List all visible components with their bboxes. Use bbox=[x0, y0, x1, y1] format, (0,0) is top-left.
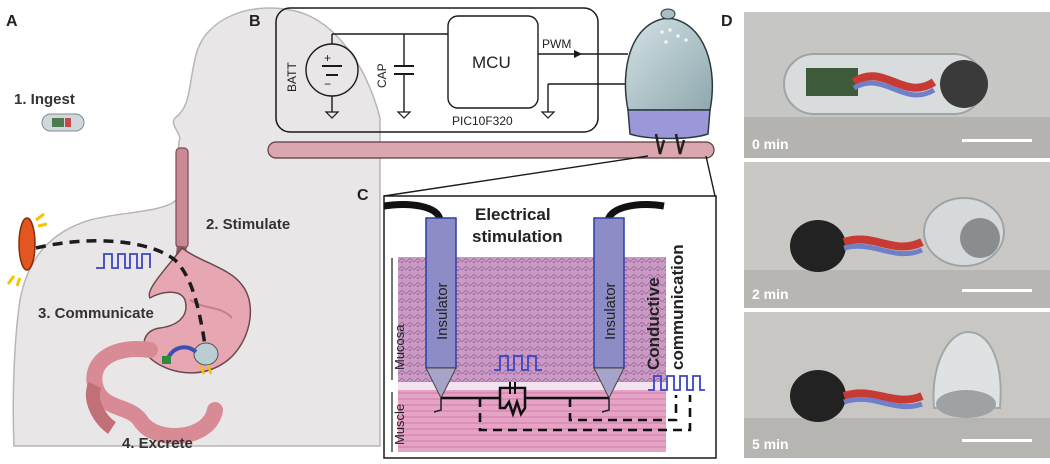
panel-a-label: A bbox=[6, 13, 18, 30]
battery-plus: + bbox=[324, 51, 331, 65]
human-silhouette bbox=[12, 7, 381, 447]
wire-right bbox=[604, 201, 665, 222]
ground-icon bbox=[540, 111, 556, 119]
conductive-label: Conductive bbox=[644, 277, 663, 370]
device-illustration bbox=[624, 8, 714, 155]
step-stimulate: 2. Stimulate bbox=[206, 216, 290, 233]
electrical-stimulation-line2: stimulation bbox=[472, 227, 563, 246]
submucosa-band bbox=[398, 382, 666, 390]
scale-bar bbox=[962, 289, 1032, 292]
photo-frame-1: 2 min bbox=[744, 162, 1050, 308]
photo-frame-0: 0 min bbox=[744, 12, 1050, 158]
communication-pulse-icon bbox=[648, 375, 705, 391]
wire-left bbox=[383, 201, 444, 222]
step-excrete: 4. Excrete bbox=[122, 435, 193, 452]
battery-symbol bbox=[305, 34, 359, 119]
battery-label: BATT bbox=[285, 62, 299, 92]
zoom-line-right bbox=[705, 155, 716, 197]
insulator-left-label: Insulator bbox=[434, 282, 451, 340]
device-in-stomach-icon bbox=[162, 342, 219, 375]
photo-frame-2: 5 min bbox=[744, 312, 1050, 458]
electrode-left bbox=[425, 217, 457, 413]
panel-d-label: D bbox=[721, 13, 733, 30]
photo-time-0: 0 min bbox=[752, 136, 789, 152]
muscle-label: Muscle bbox=[392, 404, 407, 445]
mcu-block bbox=[447, 15, 539, 109]
stimulation-pulse-icon bbox=[494, 355, 542, 371]
scale-bar bbox=[962, 139, 1032, 142]
chip-label: PIC10F320 bbox=[452, 114, 513, 128]
step-ingest: 1. Ingest bbox=[14, 91, 75, 108]
capacitor-label: CAP bbox=[375, 63, 389, 88]
pulse-train-icon bbox=[96, 253, 151, 269]
tissue-bar bbox=[267, 141, 715, 159]
stomach-fold bbox=[189, 299, 233, 319]
pwm-label: PWM bbox=[542, 37, 571, 51]
return-path-2 bbox=[568, 395, 678, 422]
esophagus bbox=[175, 147, 189, 249]
circuit-box bbox=[275, 7, 599, 133]
mucosa-label: Mucosa bbox=[392, 324, 407, 370]
receiver-icon bbox=[6, 212, 48, 287]
tissue-impedance-schematic bbox=[441, 382, 609, 418]
step-communicate: 3. Communicate bbox=[38, 305, 154, 322]
electrical-stimulation-line1: Electrical bbox=[475, 205, 551, 224]
pwm-arrow-icon bbox=[574, 50, 582, 58]
capacitor-symbol bbox=[394, 34, 414, 119]
electrode-right bbox=[593, 217, 625, 413]
photo-time-2: 5 min bbox=[752, 436, 789, 452]
zoom-line-left bbox=[383, 155, 649, 197]
capsule-icon bbox=[41, 113, 85, 132]
communication-label: communication bbox=[668, 244, 687, 370]
insulator-right-label: Insulator bbox=[602, 282, 619, 340]
communication-link bbox=[35, 239, 207, 346]
mcu-label: MCU bbox=[472, 53, 511, 72]
battery-minus: − bbox=[324, 77, 331, 91]
photo-time-1: 2 min bbox=[752, 286, 789, 302]
intestine-loop bbox=[86, 382, 117, 434]
return-path-1 bbox=[478, 395, 692, 432]
muscle-tissue bbox=[398, 390, 666, 452]
intestine bbox=[86, 341, 223, 444]
scale-bar bbox=[962, 439, 1032, 442]
panel-b-label: B bbox=[249, 13, 261, 30]
panel-c-label: C bbox=[357, 187, 369, 204]
